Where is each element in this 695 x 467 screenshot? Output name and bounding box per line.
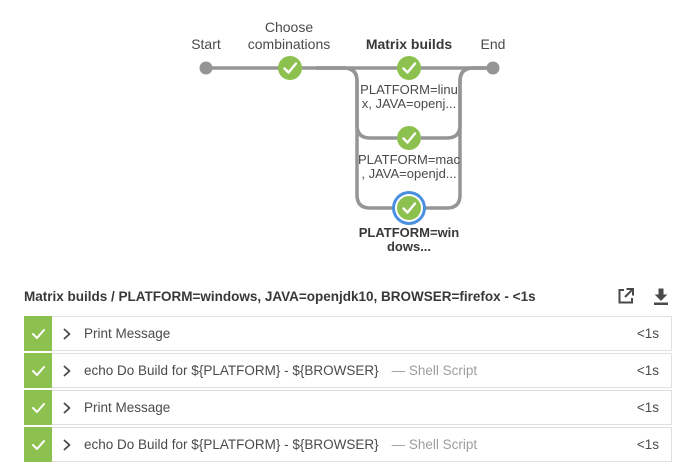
stage-label-start: Start xyxy=(191,36,221,52)
step-title: Print Message xyxy=(84,326,171,341)
step-row-3[interactable]: Print Message <1s xyxy=(24,390,672,425)
branch-label-mac-line2[interactable]: , JAVA=openjd... xyxy=(361,166,456,181)
end-node xyxy=(486,61,500,75)
check-icon xyxy=(402,202,417,214)
step-duration: <1s xyxy=(636,326,659,341)
check-icon xyxy=(31,439,45,450)
pipeline-graph: Start Choose combinations Matrix builds … xyxy=(191,19,506,254)
step-duration: <1s xyxy=(636,437,659,452)
stage-node-choose-combinations[interactable] xyxy=(278,56,302,80)
stage-label-choose-combinations-line2: combinations xyxy=(248,36,331,52)
step-subtitle: — Shell Script xyxy=(391,363,478,378)
download-log-button[interactable] xyxy=(650,285,672,307)
check-icon xyxy=(402,62,417,74)
check-icon xyxy=(283,62,298,74)
open-in-new-window-button[interactable] xyxy=(615,285,637,307)
chevron-right-icon[interactable] xyxy=(63,439,71,451)
check-icon xyxy=(31,402,45,413)
step-main: Print Message <1s xyxy=(52,317,671,350)
check-icon xyxy=(31,365,45,376)
open-in-new-window-icon xyxy=(618,288,634,304)
step-title: Print Message xyxy=(84,400,171,415)
download-icon xyxy=(654,288,668,305)
branch-label-linux-line1[interactable]: PLATFORM=linu xyxy=(360,82,458,97)
step-status-strip xyxy=(24,427,52,462)
step-row-4[interactable]: echo Do Build for ${PLATFORM} - ${BROWSE… xyxy=(24,427,672,462)
branch-label-windows-line2[interactable]: dows... xyxy=(387,239,431,254)
step-main: echo Do Build for ${PLATFORM} - ${BROWSE… xyxy=(52,428,671,461)
step-duration: <1s xyxy=(636,363,659,378)
start-node xyxy=(199,61,213,75)
chevron-right-icon[interactable] xyxy=(63,328,71,340)
branch-node-windows-selected[interactable] xyxy=(392,191,426,225)
step-subtitle: — Shell Script xyxy=(391,437,478,452)
step-title: echo Do Build for ${PLATFORM} - ${BROWSE… xyxy=(84,437,379,452)
branch-label-linux-line2[interactable]: x, JAVA=openj... xyxy=(362,96,457,111)
step-main: Print Message <1s xyxy=(52,391,671,424)
stage-label-matrix-builds: Matrix builds xyxy=(366,36,453,52)
branch-label-mac-line1[interactable]: PLATFORM=mac xyxy=(358,152,460,167)
branch-node-mac[interactable] xyxy=(397,126,421,150)
step-status-strip xyxy=(24,316,52,351)
chevron-right-icon[interactable] xyxy=(63,365,71,377)
step-row-2[interactable]: echo Do Build for ${PLATFORM} - ${BROWSE… xyxy=(24,353,672,388)
pipeline-edges xyxy=(206,66,493,210)
check-icon xyxy=(31,328,45,339)
result-title: Matrix builds / PLATFORM=windows, JAVA=o… xyxy=(24,288,536,304)
steps-list: Print Message <1s echo Do Build for ${PL… xyxy=(24,316,672,462)
branch-node-linux[interactable] xyxy=(397,56,421,80)
check-icon xyxy=(402,132,417,144)
result-header: Matrix builds / PLATFORM=windows, JAVA=o… xyxy=(24,284,672,308)
stage-label-end: End xyxy=(481,36,506,52)
step-status-strip xyxy=(24,353,52,388)
step-main: echo Do Build for ${PLATFORM} - ${BROWSE… xyxy=(52,354,671,387)
chevron-right-icon[interactable] xyxy=(63,402,71,414)
step-status-strip xyxy=(24,390,52,425)
step-duration: <1s xyxy=(636,400,659,415)
pipeline-graph-canvas: Start Choose combinations Matrix builds … xyxy=(191,19,506,254)
stage-label-choose-combinations-line1: Choose xyxy=(265,19,313,35)
branch-label-windows-line1[interactable]: PLATFORM=win xyxy=(359,225,460,240)
step-title: echo Do Build for ${PLATFORM} - ${BROWSE… xyxy=(84,363,379,378)
step-row-1[interactable]: Print Message <1s xyxy=(24,316,672,351)
